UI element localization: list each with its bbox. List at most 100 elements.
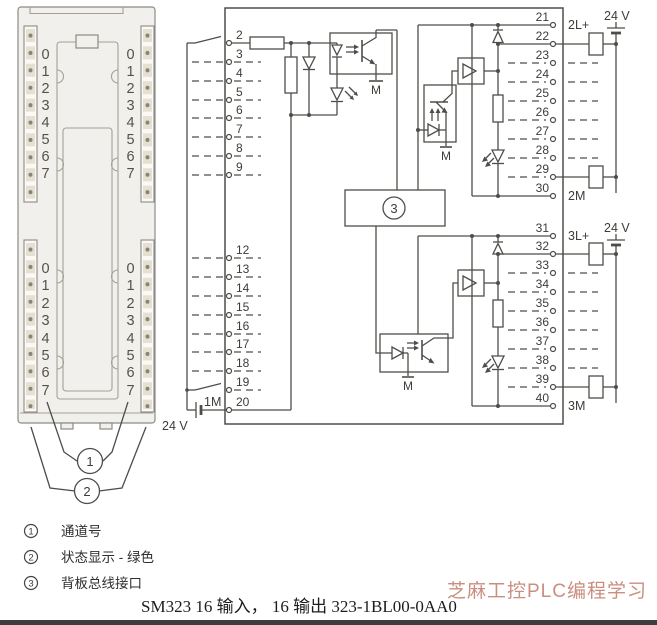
output-resistor-b (492, 299, 504, 328)
terminal-number: 18 (236, 356, 250, 370)
ground-label: M (441, 149, 451, 163)
terminal-number: 6 (236, 103, 243, 117)
channel-number: 0 (126, 47, 134, 63)
label-1m: 1M (204, 395, 221, 409)
legend-text-status: 状态显示 - 绿色 (61, 549, 154, 565)
callout-number-2: 2 (83, 484, 90, 499)
label-3l-plus: 3L+ (568, 229, 589, 243)
output-status-led-b (482, 355, 506, 373)
legend-number: 2 (28, 553, 33, 564)
channel-number: 4 (41, 331, 49, 347)
load-box (588, 375, 604, 399)
protection-diode (301, 56, 317, 71)
terminal-number: 2 (236, 28, 243, 42)
external-supply-b: 3L+ 3M 24 V (556, 221, 630, 413)
channel-number: 1 (41, 278, 49, 294)
legend: 1 通道号 2 状态显示 - 绿色 3 背板总线接口 (23, 523, 154, 591)
input-resistor (249, 36, 285, 50)
callout-number-3: 3 (390, 201, 397, 216)
terminal-number: 30 (536, 181, 550, 195)
terminal-number: 21 (536, 10, 550, 24)
callout-circle-3 (382, 196, 406, 220)
terminal-number: 14 (236, 281, 250, 295)
terminal-number: 34 (536, 277, 550, 291)
terminal-number: 40 (536, 391, 550, 405)
input-supply: 1M 24 V (162, 35, 291, 433)
shunt-resistor (284, 56, 298, 94)
terminal-number: 27 (536, 124, 550, 138)
terminal-number: 31 (536, 221, 550, 235)
label-24v-a: 24 V (604, 9, 630, 23)
load-box (588, 242, 604, 266)
channel-number: 5 (126, 132, 134, 148)
channel-number: 2 (41, 81, 49, 97)
callout-number-1: 1 (86, 454, 93, 469)
output-dash-rows (508, 62, 598, 388)
legend-circle-3 (23, 575, 39, 591)
channel-number: 3 (126, 98, 134, 114)
module-enclosure-box (224, 7, 564, 425)
channel-number: 5 (126, 348, 134, 364)
callout-circle-2 (73, 477, 101, 505)
terminal-number: 37 (536, 334, 550, 348)
output-section-a: M (416, 23, 553, 198)
output-section-b: M (379, 234, 553, 408)
channel-number: 5 (41, 132, 49, 148)
input-status-led (329, 74, 358, 115)
legend-text-backplane: 背板总线接口 (61, 575, 142, 591)
output-terminals: 21 22 23 24 25 26 27 28 29 30 31 32 33 3… (536, 10, 557, 410)
terminal-number: 7 (236, 122, 243, 136)
channel-number: 6 (126, 365, 134, 381)
label-24v-b: 24 V (604, 221, 630, 235)
load-box (588, 165, 604, 189)
label-3m: 3M (568, 399, 585, 413)
legend-circle-1 (23, 523, 39, 539)
channel-number: 2 (126, 296, 134, 312)
terminal-number: 39 (536, 372, 550, 386)
terminal-number: 13 (236, 262, 250, 276)
terminal-number: 38 (536, 353, 550, 367)
watermark: 芝麻工控PLC编程学习 (447, 580, 647, 602)
bottom-divider-bar (0, 620, 657, 625)
terminal-number: 9 (236, 160, 243, 174)
load-box (588, 32, 604, 56)
output-optocoupler-b: M (379, 282, 458, 393)
input-dash-rows (192, 61, 261, 391)
led-strip-right-top (140, 25, 155, 203)
terminal-number: 24 (536, 67, 550, 81)
input-channel-circuit: M (232, 30, 393, 410)
output-status-led-a (482, 149, 506, 167)
input-optocoupler: M (329, 30, 393, 97)
external-supply-a: 2L+ 2M 24 V (556, 9, 630, 203)
channel-number: 1 (126, 64, 134, 80)
output-optocoupler-a: M (423, 70, 458, 163)
channel-number: 3 (41, 313, 49, 329)
terminal-number: 20 (236, 395, 250, 409)
module-front-view: 0 1 2 3 4 5 6 7 0 1 2 3 4 5 6 7 0 1 2 3 … (17, 6, 156, 430)
terminal-number: 36 (536, 315, 550, 329)
terminal-number: 23 (536, 48, 550, 62)
channel-number: 0 (126, 261, 134, 277)
terminal-number: 5 (236, 85, 243, 99)
output-amplifier-b (457, 269, 485, 297)
opto-led (427, 122, 441, 138)
channel-number: 7 (126, 166, 134, 182)
channel-number: 1 (41, 64, 49, 80)
channel-number: 6 (126, 149, 134, 165)
channel-numbers: 0 1 2 3 4 5 6 7 0 1 2 3 4 5 6 7 0 1 2 3 … (41, 47, 134, 399)
terminal-number: 28 (536, 143, 550, 157)
channel-number: 2 (41, 296, 49, 312)
terminal-number: 33 (536, 258, 550, 272)
ground-label: M (371, 83, 381, 97)
caption: SM323 16 输入， 16 输出 323-1BL00-0AA0 (141, 597, 457, 616)
terminal-number: 22 (536, 29, 550, 43)
label-24v-left: 24 V (162, 419, 188, 433)
channel-number: 5 (41, 348, 49, 364)
legend-text-channel: 通道号 (61, 524, 102, 539)
channel-number: 4 (41, 115, 49, 131)
led-strip-left-top (23, 25, 38, 203)
output-amplifier-a (457, 57, 485, 85)
callout-circle-1 (76, 447, 104, 475)
terminal-number: 16 (236, 319, 250, 333)
